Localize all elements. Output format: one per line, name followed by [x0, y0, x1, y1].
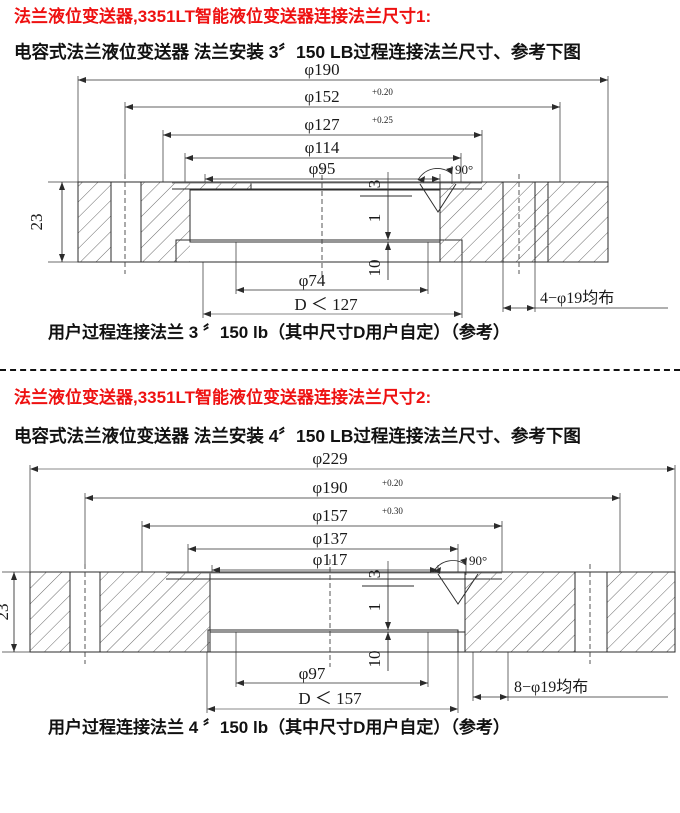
section-flange-size-2: 法兰液位变送器,3351LT智能液位变送器连接法兰尺寸2: 电容式法兰液位变送器…: [0, 387, 680, 738]
dim-bolt-circle-1: φ152: [304, 87, 339, 106]
section-1-subheading: 电容式法兰液位变送器 法兰安装 3〞150 LB过程连接法兰尺寸、参考下图: [14, 41, 581, 62]
section-2-caption: 用户过程连接法兰 4 〞150 lb（其中尺寸D用户自定）（参考）: [48, 717, 510, 737]
section-1-caption: 用户过程连接法兰 3 〞150 lb（其中尺寸D用户自定）（参考）: [48, 322, 510, 342]
flange-drawing-1: φ190 φ152 +0.20 φ127 +0.25 φ114: [27, 62, 668, 318]
dim-outer-diameter-1: φ190: [304, 62, 339, 79]
dim-step-3-2: 3: [365, 569, 384, 578]
dim-bolt-circle-2: φ190: [312, 478, 347, 497]
dim-chamfer-angle-1: 90°: [455, 162, 473, 177]
dim-step-10-2: 10: [365, 650, 384, 667]
dim-bolt-circle-tol-2: +0.20: [382, 478, 403, 488]
section-divider: [0, 368, 680, 371]
dim-d4-2: φ137: [312, 529, 348, 548]
dim-raised-face-1: φ127: [304, 115, 340, 134]
dim-d4-1: φ114: [305, 138, 340, 157]
dim-step-1-1: 1: [365, 214, 384, 223]
dim-d5-1: φ95: [309, 159, 336, 178]
dim-outer-diameter-2: φ229: [312, 449, 347, 468]
dim-bolt-circle-tol-1: +0.20: [372, 87, 393, 97]
dim-bore-2: φ97: [299, 664, 326, 683]
dim-bolt-note-2: 8−φ19均布: [514, 678, 588, 696]
dim-step-3-1: 3: [365, 180, 384, 189]
section-2-heading: 法兰液位变送器,3351LT智能液位变送器连接法兰尺寸2:: [14, 387, 432, 407]
dim-raised-face-2: φ157: [312, 506, 348, 525]
dim-raised-face-tol-2: +0.30: [382, 506, 403, 516]
dim-raised-face-tol-1: +0.25: [372, 115, 393, 125]
dim-user-d-1: D ＜ 127: [294, 295, 358, 314]
dim-chamfer-angle-2: 90°: [469, 553, 487, 568]
dim-thickness-2: 23: [0, 603, 12, 620]
dim-user-d-2: D ＜ 157: [298, 689, 362, 708]
dim-bore-1: φ74: [299, 271, 326, 290]
dim-step-1-2: 1: [365, 602, 384, 611]
dim-step-10-1: 10: [365, 259, 384, 276]
dim-thickness-1: 23: [27, 213, 46, 230]
section-flange-size-1: 法兰液位变送器,3351LT智能液位变送器连接法兰尺寸1: 电容式法兰液位变送器…: [0, 0, 680, 343]
flange-drawing-2: φ229 φ190 +0.20 φ157 +0.30 φ137: [0, 449, 676, 713]
dim-bolt-note-1: 4−φ19均布: [540, 289, 614, 307]
dim-d5-2: φ117: [313, 550, 348, 569]
section-2-subheading: 电容式法兰液位变送器 法兰安装 4〞150 LB过程连接法兰尺寸、参考下图: [14, 426, 581, 447]
section-1-heading: 法兰液位变送器,3351LT智能液位变送器连接法兰尺寸1:: [14, 7, 432, 26]
